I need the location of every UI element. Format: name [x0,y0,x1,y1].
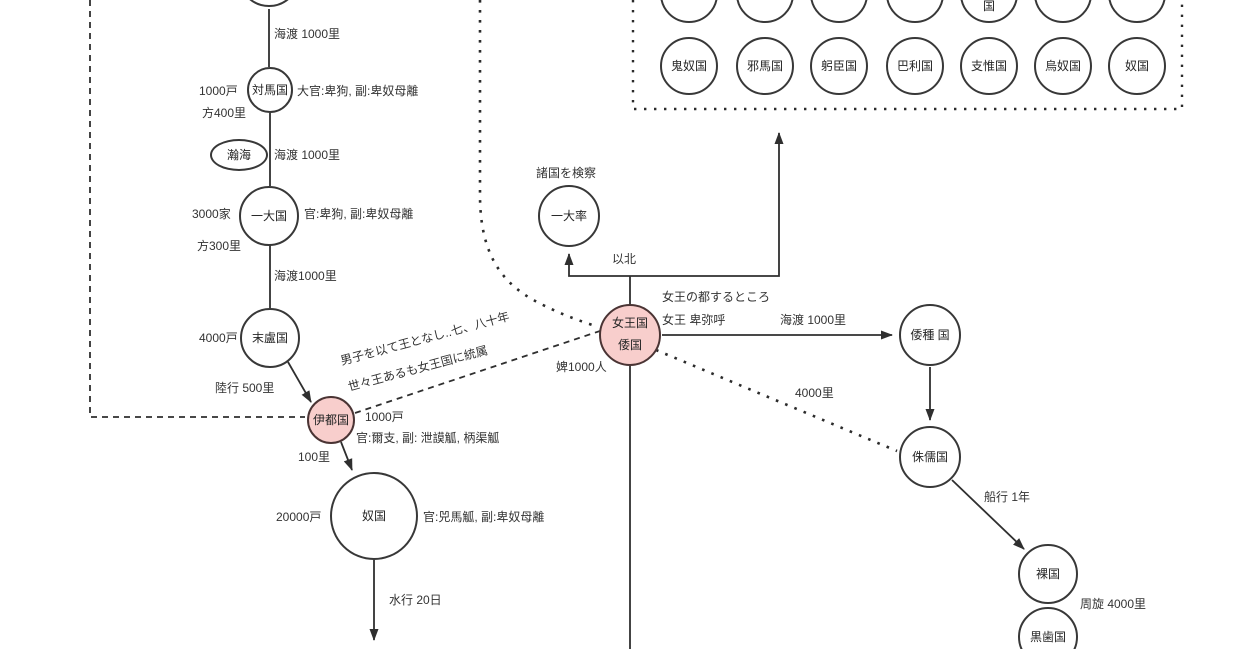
node-ra[interactable]: 裸国 [1018,544,1078,604]
node-ito-label: 伊都国 [312,412,349,427]
node-tsushima[interactable]: 対馬国 [247,67,293,113]
node-shiikoku[interactable]: 支惟国 [960,37,1018,95]
label-kaito-1: 海渡 1000里 [274,27,341,41]
label-shusen: 周旋 4000里 [1080,597,1147,611]
node-ichidai[interactable]: 一大国 [239,186,299,246]
label-ri100: 100里 [298,450,331,464]
label-tsushima-households: 1000戸 [199,84,238,98]
node-nakoku-box-label: 奴国 [1124,58,1149,73]
node-kinakoku[interactable]: 鬼奴国 [660,37,718,95]
node-yamakoku[interactable]: 邪馬国 [736,37,794,95]
edge-matsuro-ito[interactable] [287,361,312,403]
node-harikoku-label: 巴利国 [896,58,933,73]
node-ra-label: 裸国 [1035,566,1060,581]
label-kaito-2: 海渡 1000里 [274,148,341,162]
label-senko: 船行 1年 [984,490,1031,504]
label-ichidai-households: 3000家 [192,207,231,221]
node-tsushima-label: 対馬国 [251,82,288,97]
node-washu-label: 倭種 国 [910,327,950,342]
label-ito-households: 1000戸 [365,410,404,424]
node-ichidaisotsu[interactable]: 一大率 [538,185,600,247]
label-ichidai-officials: 官:卑狗, 副:卑奴母離 [304,207,414,221]
edge-elbow-statesbox[interactable] [630,132,784,277]
label-queen-servants: 婢1000人 [556,360,607,374]
node-kujikoku[interactable]: 躬臣国 [810,37,868,95]
edge-elbow-ichidaisotsu[interactable] [564,253,630,277]
node-queen-label: 女王国 倭国 [611,316,648,352]
node-nakoku-box[interactable]: 奴国 [1108,37,1166,95]
label-ito-officials: 官:爾支, 副: 泄謨觚, 柄渠觚 [356,431,500,445]
node-ichidaisotsu-label: 一大率 [550,208,587,223]
label-matsuro-households: 4000戸 [199,331,238,345]
edge-ito-na[interactable] [340,441,353,471]
label-ichidaisotsu-note: 諸国を検察 [536,166,597,180]
label-rikko: 陸行 500里 [215,381,275,395]
label-kaito-3: 海渡1000里 [274,269,337,283]
node-washu[interactable]: 倭種 国 [899,304,961,366]
node-ichidai-label: 一大国 [250,208,287,223]
node-kokushi[interactable]: 黒歯国 [1018,607,1078,649]
label-suiko: 水行 20日 [389,593,442,607]
node-yamakoku-label: 邪馬国 [746,58,783,73]
label-tsushima-size: 方400里 [202,106,247,120]
node-queen-country[interactable]: 女王国 倭国 [599,304,661,366]
node-matsuro-label: 末盧国 [251,330,288,345]
node-unakoku-label: 烏奴国 [1044,58,1081,73]
label-queen-note2: 女王 卑弥呼 [662,313,726,327]
label-na-households: 20000戸 [276,510,322,524]
node-unakoku[interactable]: 烏奴国 [1034,37,1092,95]
node-na-label: 奴国 [361,508,386,523]
edge-boundary-curve[interactable] [478,0,599,329]
edge-shuju-ra[interactable] [951,479,1025,550]
node-states-top-5-label: 国 [982,0,995,13]
node-shuju-label: 侏儒国 [911,449,948,464]
node-kinakoku-label: 鬼奴国 [670,58,707,73]
node-kokushi-label: 黒歯国 [1029,629,1066,644]
label-tsushima-officials: 大官:卑狗, 副:卑奴母離 [297,84,419,98]
node-shiikoku-label: 支惟国 [970,58,1007,73]
node-matsuro[interactable]: 末盧国 [240,308,300,368]
label-ihoku: 以北 [612,252,637,266]
label-ichidai-size: 方300里 [197,239,242,253]
label-ri4000: 4000里 [795,386,834,400]
edge-queen-shuju-dotted[interactable] [655,348,898,453]
label-na-officials: 官:兕馬觚, 副:卑奴母離 [423,510,545,524]
node-na[interactable]: 奴国 [330,472,418,560]
node-ito[interactable]: 伊都国 [307,396,355,444]
node-kankai-label: 瀚海 [226,147,251,162]
node-kankai-sea[interactable]: 瀚海 [210,139,268,171]
node-kujikoku-label: 躬臣国 [820,58,857,73]
label-kaito-4: 海渡 1000里 [780,313,847,327]
node-harikoku[interactable]: 巴利国 [886,37,944,95]
label-queen-note1: 女王の都するところ [662,290,771,304]
node-shuju[interactable]: 侏儒国 [899,426,961,488]
